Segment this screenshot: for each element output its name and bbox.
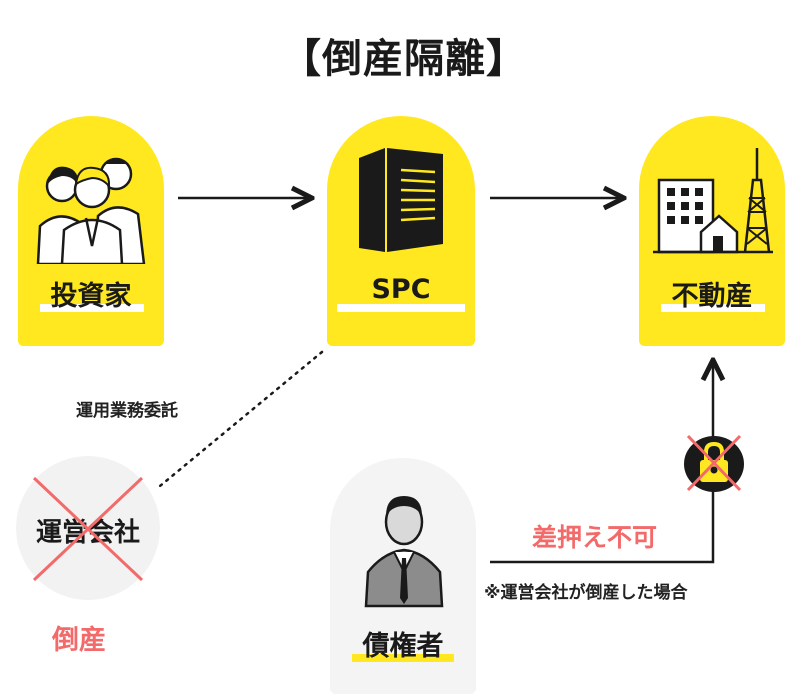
bankruptcy-label: 倒産: [52, 625, 106, 656]
real-estate-label: 不動産: [671, 281, 753, 312]
operator-label: 運営会社: [35, 518, 140, 548]
footnote: ※運営会社が倒産した場合: [484, 583, 688, 603]
people-icon: [36, 157, 146, 264]
businessman-icon: [364, 496, 444, 608]
real-estate-label-bar: [661, 304, 765, 312]
real-estate-icon: [653, 148, 773, 254]
cross-mark-icon: [32, 476, 144, 582]
no-seizure-label: 差押え不可: [532, 523, 658, 552]
creditor-label-bar: [352, 654, 454, 662]
page-title: 【倒産隔離】: [281, 36, 527, 82]
delegation-label: 運用業務委託: [76, 401, 178, 421]
investor-label: 投資家: [50, 281, 132, 312]
creditor-card: 債権者: [330, 458, 476, 694]
investor-card: 投資家: [18, 116, 164, 346]
dotted-delegation-line: [158, 350, 324, 488]
building-icon: [359, 148, 443, 252]
lock-cross-mark-icon: [686, 434, 742, 492]
arrow-creditor-to-real-estate: [490, 360, 713, 564]
creditor-label: 債権者: [362, 631, 444, 662]
spc-card: SPC: [327, 116, 475, 346]
investor-label-bar: [40, 304, 144, 312]
spc-label: SPC: [371, 274, 431, 305]
spc-label-bar: [337, 304, 465, 312]
real-estate-card: 不動産: [639, 116, 785, 346]
